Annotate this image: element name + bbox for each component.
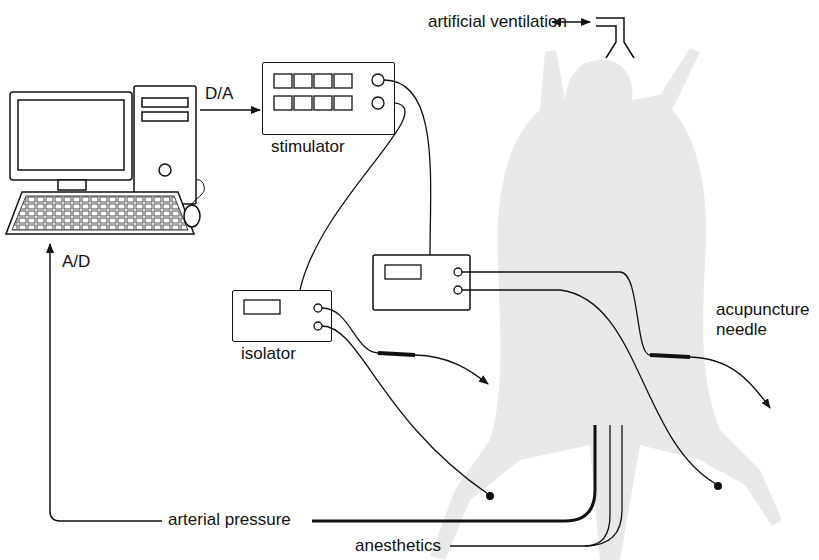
- signal-label: D/A: [205, 84, 233, 104]
- stimulator-box: stimulator: [262, 62, 395, 135]
- arterial-catheter: [312, 425, 595, 521]
- anesthetics-line: [450, 425, 610, 546]
- anesthetics-label: anesthetics: [355, 536, 441, 556]
- electrode-wires: [322, 272, 770, 494]
- isolator-box: [373, 255, 470, 310]
- electrode-dot: [486, 492, 494, 500]
- device-label: isolator: [241, 344, 296, 364]
- wire: [384, 80, 431, 255]
- device-label: stimulator: [271, 137, 345, 157]
- arterial-label: arterial pressure: [168, 510, 291, 530]
- acupuncture-needle: [378, 353, 415, 355]
- computer: [6, 86, 204, 234]
- ad-arrow: [50, 244, 162, 521]
- electrode-dot: [714, 482, 722, 490]
- anesthetics-line: [585, 425, 622, 546]
- acupuncture-needle: [650, 355, 690, 357]
- isolator-panel: [244, 300, 322, 330]
- signal-label: A/D: [62, 252, 90, 272]
- needle-label: acupuncture needle: [716, 300, 816, 339]
- wire: [300, 103, 405, 290]
- stimulator-panel: [274, 74, 384, 110]
- ventilation-label: artificial ventilation: [428, 12, 567, 32]
- ventilation-tube: [596, 18, 634, 58]
- isolator-box: isolator: [232, 290, 332, 342]
- da-arrow: [200, 109, 260, 111]
